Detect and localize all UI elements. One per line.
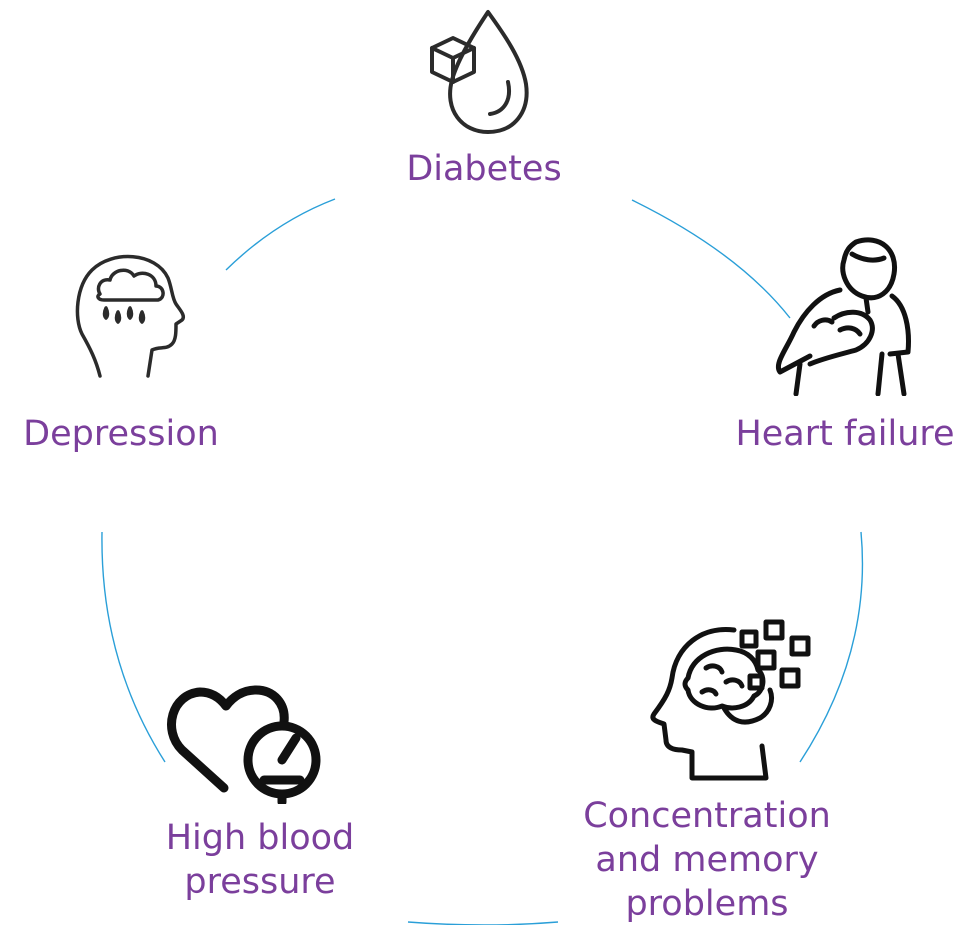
person-clutching-chest-icon	[776, 237, 911, 396]
arc-diabetes-heart	[631, 199, 791, 319]
label-diabetes: Diabetes	[406, 149, 562, 189]
heart-pressure-gauge-icon	[167, 685, 321, 804]
blood-drop-sugar-cube-icon	[430, 10, 529, 134]
head-rain-cloud-icon	[75, 254, 186, 378]
arc-pressure-depression	[101, 531, 166, 763]
head-brain-dissolving-icon	[650, 619, 811, 781]
arc-heart-concentration	[799, 531, 864, 763]
label-heart-failure: Heart failure	[735, 414, 955, 454]
arc-depression-diabetes	[225, 198, 336, 271]
label-concentration: Concentration and memory problems	[583, 796, 831, 924]
label-high-blood-pressure: High blood pressure	[165, 818, 355, 902]
label-depression: Depression	[23, 414, 219, 454]
